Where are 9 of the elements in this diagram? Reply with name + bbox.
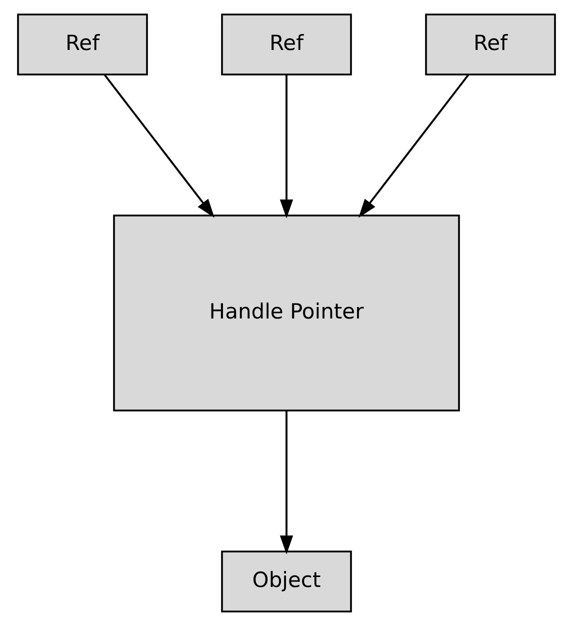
node-box: Ref (221, 14, 352, 76)
arrow (280, 410, 294, 554)
node-box: Handle Pointer (113, 214, 460, 412)
arrow (280, 74, 294, 218)
arrow (358, 74, 470, 218)
node-box: Ref (17, 14, 148, 76)
node-box: Ref (425, 14, 556, 76)
arrow (104, 74, 214, 218)
node-box: Object (221, 550, 352, 612)
